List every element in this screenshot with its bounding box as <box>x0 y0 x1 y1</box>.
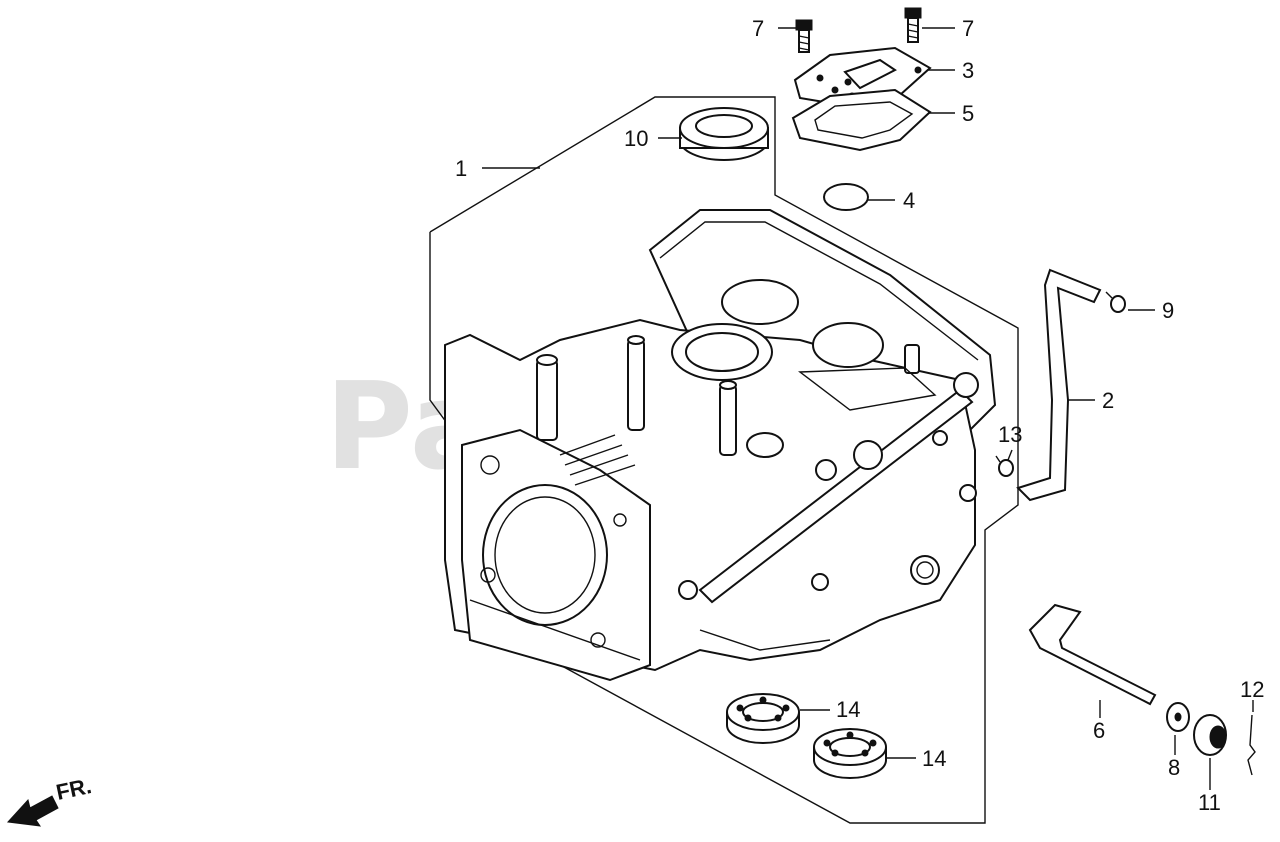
front-direction-arrow: FR. <box>6 773 94 827</box>
callout-2: 2 <box>1102 388 1114 413</box>
clamp-part-9 <box>1105 291 1126 313</box>
front-direction-label: FR. <box>54 773 94 805</box>
bearing-part-upper <box>726 693 800 744</box>
oil-seal-part <box>679 107 769 161</box>
breather-tube-part <box>1016 268 1102 502</box>
callout-11: 11 <box>1198 790 1221 815</box>
pin-part <box>1247 714 1256 776</box>
bolt-part-right <box>904 7 922 43</box>
callout-12: 12 <box>1240 677 1264 702</box>
bolt-part-left <box>795 19 813 53</box>
callout-9: 9 <box>1162 298 1174 323</box>
bearing-part-lower <box>813 728 887 779</box>
callout-5: 5 <box>962 101 974 126</box>
plug-part <box>823 183 869 211</box>
callout-7-left: 7 <box>752 16 764 41</box>
callout-7-right: 7 <box>962 16 974 41</box>
leader-lines <box>482 27 1254 790</box>
callout-1: 1 <box>455 156 467 181</box>
callout-8: 8 <box>1168 755 1180 780</box>
callout-14-upper: 14 <box>836 697 860 722</box>
holder-part <box>1193 714 1227 756</box>
crankcase-part <box>444 209 997 682</box>
clamp-part-13 <box>995 455 1014 477</box>
callout-6: 6 <box>1093 718 1105 743</box>
breather-gasket-part <box>791 88 932 152</box>
washer-part <box>1166 702 1190 732</box>
callout-3: 3 <box>962 58 974 83</box>
callout-10: 10 <box>624 126 648 151</box>
callout-13: 13 <box>998 422 1022 447</box>
callout-4: 4 <box>903 188 915 213</box>
governor-shaft-part <box>1028 603 1157 706</box>
callout-14-lower: 14 <box>922 746 946 771</box>
